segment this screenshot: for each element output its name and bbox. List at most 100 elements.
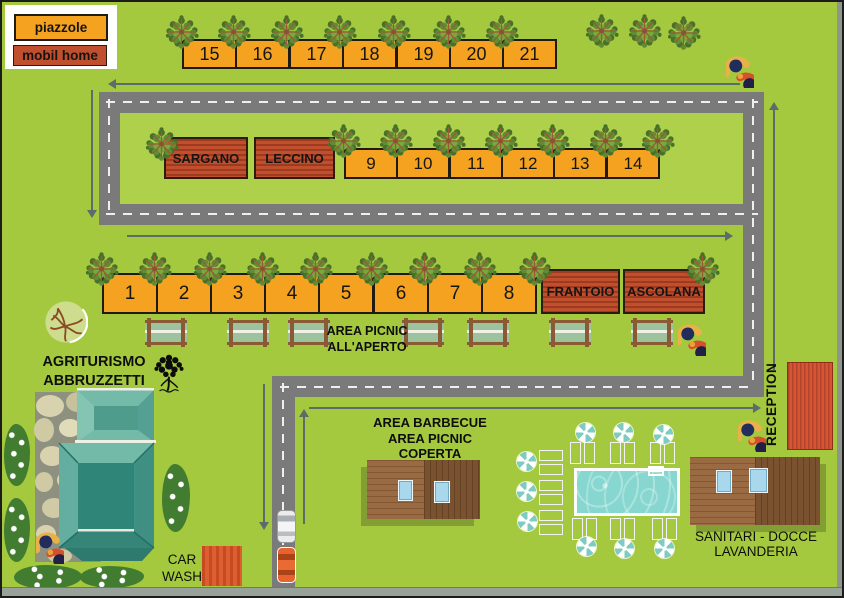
- reception-building: [787, 362, 833, 450]
- tree-icon: [193, 252, 227, 286]
- pitch-box: 21: [502, 39, 557, 69]
- tree-icon: [379, 124, 413, 158]
- barbecue-area-line1: AREA BARBECUE: [373, 415, 487, 430]
- mobil-home-ascolana: ASCOLANA: [623, 269, 705, 314]
- sun-lounger-pair-icon: [539, 510, 563, 535]
- legend-mobil-home-label: mobil home: [22, 48, 98, 63]
- flower-bush-icon: [80, 566, 144, 588]
- area-picnic-open-label: AREA PICNIC ALL'APERTO: [304, 324, 430, 355]
- umbrella-icon: [576, 423, 595, 442]
- direction-arrow-head: [725, 231, 733, 241]
- tree-icon: [485, 15, 519, 49]
- umbrella-icon: [517, 482, 536, 501]
- flower-bush-icon: [14, 565, 82, 589]
- legend-piazzole-swatch: piazzole: [14, 14, 108, 41]
- pitch-box: 14: [606, 148, 660, 179]
- pitch-box: 13: [553, 148, 607, 179]
- tree-icon: [323, 15, 357, 49]
- road-center-line: [280, 386, 750, 388]
- tree-icon: [667, 16, 701, 50]
- tree-icon: [327, 124, 361, 158]
- sun-lounger-pair-icon: [539, 480, 563, 505]
- picnic-table-icon: [631, 318, 673, 347]
- area-picnic-open-line1: AREA PICNIC: [326, 324, 408, 338]
- legend-mobil-home-swatch: mobil home: [13, 45, 107, 66]
- people-icon: [36, 528, 64, 564]
- car-wash-pad: [202, 546, 242, 586]
- tree-icon: [463, 252, 497, 286]
- sun-lounger-pair-icon: [539, 450, 563, 475]
- roots-icon: [44, 300, 88, 344]
- tree-icon: [518, 252, 552, 286]
- barbecue-building: [367, 460, 480, 519]
- tree-icon: [432, 15, 466, 49]
- tree-icon: [377, 15, 411, 49]
- tree-icon: [85, 252, 119, 286]
- picnic-table-icon: [549, 318, 591, 347]
- sanitary-line1: SANITARI - DOCCE: [694, 529, 817, 544]
- pitch-box: 10: [396, 148, 450, 179]
- legend: piazzole mobil home: [5, 5, 117, 69]
- direction-arrow: [309, 407, 753, 409]
- barbecue-building-left-roof: [367, 460, 424, 519]
- direction-arrow-head: [769, 102, 779, 110]
- umbrella-icon: [655, 539, 674, 558]
- picnic-table-icon: [145, 318, 187, 347]
- sun-lounger-pair-icon: [610, 518, 635, 540]
- direction-arrow-head: [87, 210, 97, 218]
- tree-icon: [641, 124, 675, 158]
- sanitary-window: [716, 470, 732, 493]
- direction-arrow: [263, 384, 265, 522]
- tree-icon: [246, 252, 280, 286]
- umbrella-icon: [614, 423, 633, 442]
- people-icon: [678, 320, 706, 356]
- flower-bush-icon: [4, 424, 30, 486]
- direction-arrow: [773, 110, 775, 370]
- road-center-line: [106, 101, 758, 103]
- swimming-pool: [574, 468, 680, 516]
- barbecue-area-line2: AREA PICNIC: [387, 430, 473, 446]
- people-icon: [738, 416, 766, 452]
- barbecue-window: [398, 480, 413, 501]
- barbecue-area-label: AREA BARBECUE AREA PICNIC COPERTA: [370, 415, 490, 462]
- sanitary-label: SANITARI - DOCCE LAVANDERIA: [690, 529, 822, 559]
- tree-icon: [408, 252, 442, 286]
- tree-icon: [589, 124, 623, 158]
- sun-lounger-pair-icon: [650, 442, 675, 464]
- pitch-box: 16: [235, 39, 290, 69]
- farm-name-line1: AGRITURISMO: [42, 354, 146, 370]
- people-icon: [726, 52, 754, 88]
- umbrella-icon: [577, 537, 596, 556]
- umbrella-icon: [518, 512, 537, 531]
- flower-bush-icon: [4, 498, 30, 562]
- orange-car-icon: [277, 547, 296, 583]
- direction-arrow-head: [753, 403, 761, 413]
- farm-name-line2: ABBRUZZETTI: [43, 372, 145, 389]
- farmhouse-building: [34, 388, 156, 563]
- direction-arrow-head: [259, 522, 269, 530]
- tree-icon: [585, 14, 619, 48]
- sun-lounger-pair-icon: [570, 442, 595, 464]
- pool-ladder-icon: [648, 466, 664, 476]
- tree-icon: [165, 15, 199, 49]
- road-center-line: [106, 213, 758, 215]
- mobil-home-frantoio: FRANTOIO: [541, 269, 620, 314]
- direction-arrow-head: [299, 409, 309, 417]
- car-wash-line1: CAR: [167, 552, 197, 567]
- direction-arrow: [91, 90, 93, 210]
- tree-icon: [145, 127, 179, 161]
- tree-icon: [432, 124, 466, 158]
- black-tree-icon: [149, 350, 189, 394]
- sanitary-line2: LAVANDERIA: [714, 544, 798, 559]
- tree-icon: [686, 252, 720, 286]
- tree-icon: [628, 14, 662, 48]
- tree-icon: [484, 124, 518, 158]
- direction-arrow-head: [108, 79, 116, 89]
- road-center-line: [282, 383, 284, 596]
- tree-icon: [536, 124, 570, 158]
- barbecue-building-right-roof: [423, 460, 480, 519]
- umbrella-icon: [517, 452, 536, 471]
- car-wash-label: CAR WASH: [159, 552, 205, 585]
- direction-arrow: [127, 235, 725, 237]
- tree-icon: [299, 252, 333, 286]
